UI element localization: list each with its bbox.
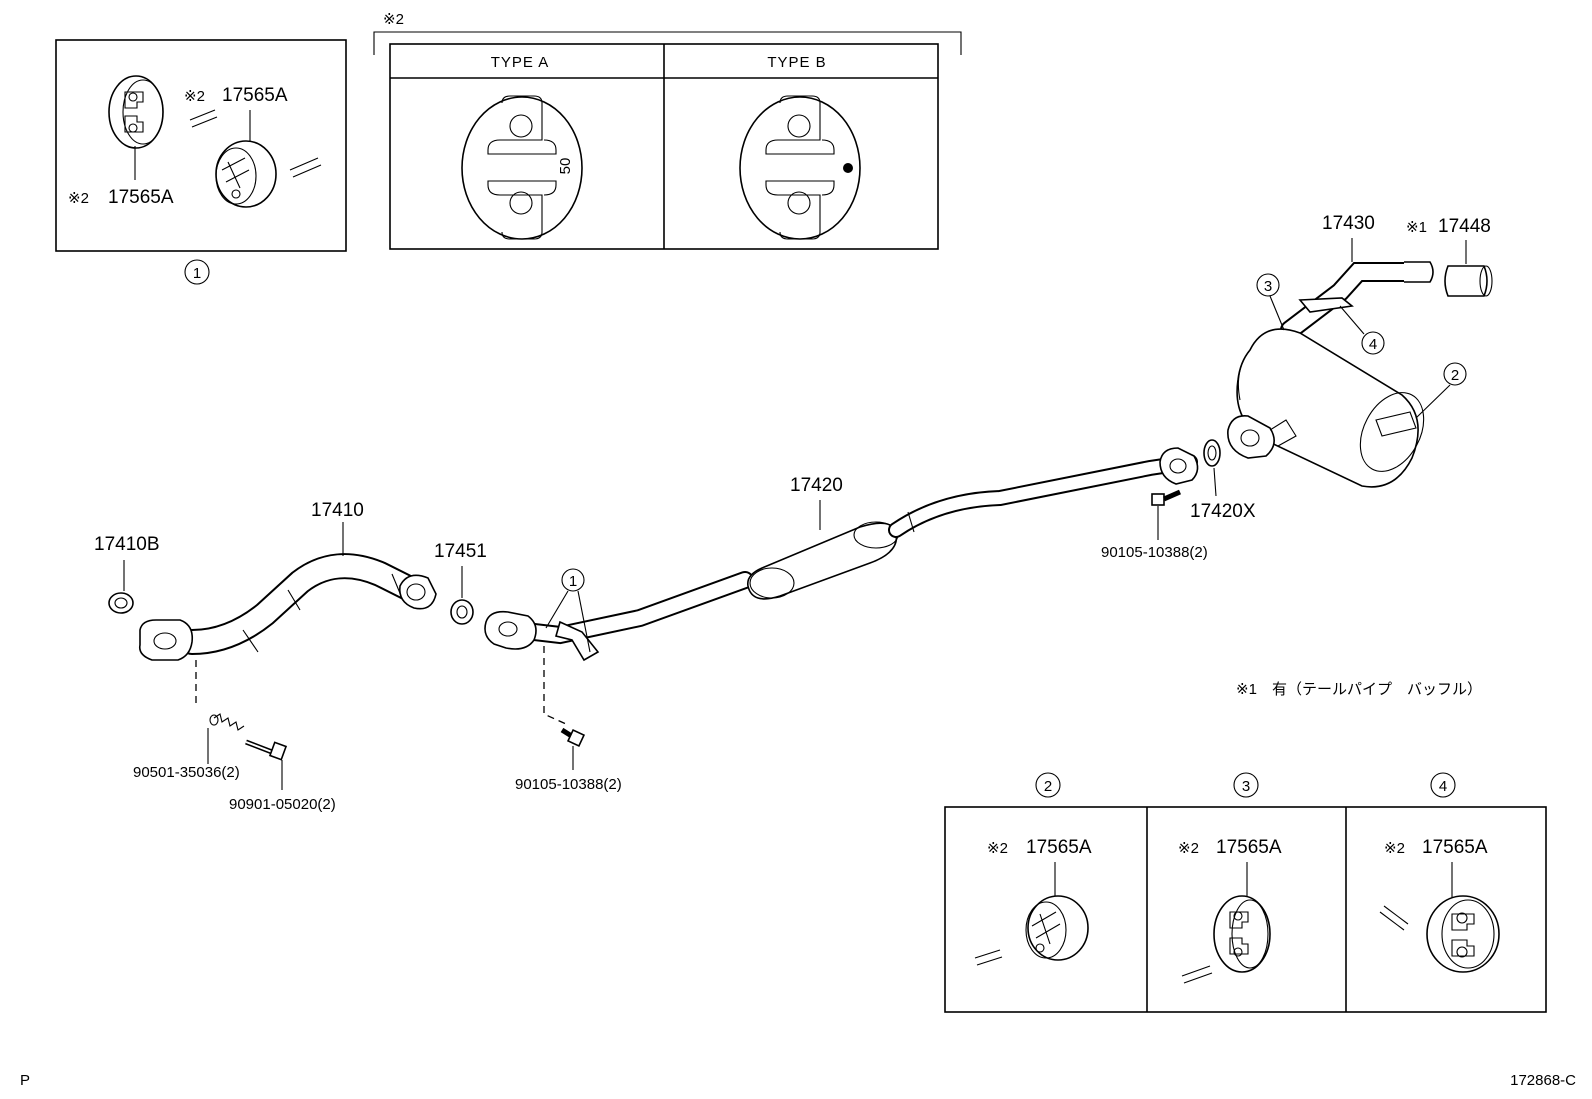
sheet-code: 172868-C — [1510, 1072, 1576, 1089]
svg-text:2: 2 — [1451, 367, 1459, 384]
part-label-17420x: 17420X — [1190, 501, 1256, 522]
part-label-90105-front: 90105-10388(2) — [515, 776, 622, 793]
tailpipe-baffle-17448[interactable] — [1444, 265, 1493, 297]
svg-text:1: 1 — [569, 573, 577, 590]
detail-box-1: ※2 17565A ※2 17565A — [55, 39, 347, 252]
hanger-icon[interactable] — [215, 140, 277, 208]
gasket-17420x[interactable] — [1203, 439, 1221, 467]
part-label-17410b: 17410B — [94, 534, 160, 555]
hanger-icon[interactable] — [1213, 895, 1271, 973]
note-mark: ※1 — [1236, 681, 1257, 698]
detail-box-2-3-4: 2 3 4 ※2 17565A ※2 17565A — [944, 772, 1547, 1013]
tailpipe-assembly-17430[interactable] — [1227, 261, 1437, 488]
svg-text:3: 3 — [1242, 778, 1250, 795]
part-label-17565a: 17565A — [222, 85, 288, 106]
bolt-90901-icon[interactable] — [245, 739, 288, 761]
svg-text:2: 2 — [1044, 778, 1052, 795]
callout-1-marker: 1 — [184, 259, 210, 285]
part-label-17430: 17430 — [1322, 213, 1375, 234]
part-label-17420: 17420 — [790, 475, 843, 496]
front-pipe-17410[interactable] — [138, 553, 437, 661]
hanger-icon[interactable] — [1426, 895, 1500, 973]
type-comparison-box: ※2 TYPE A TYPE B 50 — [373, 11, 962, 250]
spring-90501-icon[interactable] — [209, 713, 245, 731]
hanger-icon[interactable] — [1025, 895, 1089, 961]
note-mark: ※2 — [184, 88, 205, 105]
part-label-17451: 17451 — [434, 541, 487, 562]
part-label-17565a: 17565A — [1216, 837, 1282, 858]
part-label-90501: 90501-35036(2) — [133, 764, 240, 781]
note-mark: ※2 — [987, 840, 1008, 857]
note-mark: ※1 — [1406, 219, 1427, 236]
part-label-17410: 17410 — [311, 500, 364, 521]
callout-3-marker: 3 — [1233, 772, 1259, 798]
center-pipe-17420[interactable] — [484, 447, 1199, 662]
gasket-17451[interactable] — [450, 599, 474, 625]
part-label-90901: 90901-05020(2) — [229, 796, 336, 813]
bolt-90105-front-icon[interactable] — [560, 727, 586, 748]
part-label-17565a: 17565A — [1422, 837, 1488, 858]
note-mark: ※2 — [383, 11, 404, 28]
callout-2-marker: 2 — [1415, 362, 1467, 419]
callout-4-marker: 4 — [1339, 305, 1385, 355]
type-b-label: TYPE B — [767, 54, 826, 71]
svg-text:50: 50 — [557, 158, 574, 175]
callout-4-marker: 4 — [1430, 772, 1456, 798]
bolt-90105-rear-icon[interactable] — [1151, 489, 1182, 506]
callout-3-marker: 3 — [1256, 273, 1285, 331]
part-label-90105-rear: 90105-10388(2) — [1101, 544, 1208, 561]
gasket-17410b[interactable] — [108, 592, 134, 614]
svg-text:3: 3 — [1264, 278, 1272, 295]
part-label-17565a: 17565A — [108, 187, 174, 208]
type-a-hanger-icon[interactable]: 50 — [461, 95, 583, 240]
callout-1-marker: 1 — [545, 568, 591, 653]
type-a-label: TYPE A — [491, 54, 550, 71]
part-label-17565a: 17565A — [1026, 837, 1092, 858]
note-mark: ※2 — [1384, 840, 1405, 857]
part-label-17448: 17448 — [1438, 216, 1491, 237]
svg-text:4: 4 — [1369, 336, 1377, 353]
type-b-hanger-icon[interactable] — [739, 95, 861, 240]
hanger-icon[interactable] — [108, 75, 164, 149]
svg-text:1: 1 — [193, 265, 201, 282]
note-text: 有（テールパイプ バッフル） — [1272, 681, 1482, 698]
corner-mark: P — [20, 1072, 30, 1089]
callout-2-marker: 2 — [1035, 772, 1061, 798]
note-mark: ※2 — [68, 190, 89, 207]
note-mark: ※2 — [1178, 840, 1199, 857]
svg-text:4: 4 — [1439, 778, 1447, 795]
